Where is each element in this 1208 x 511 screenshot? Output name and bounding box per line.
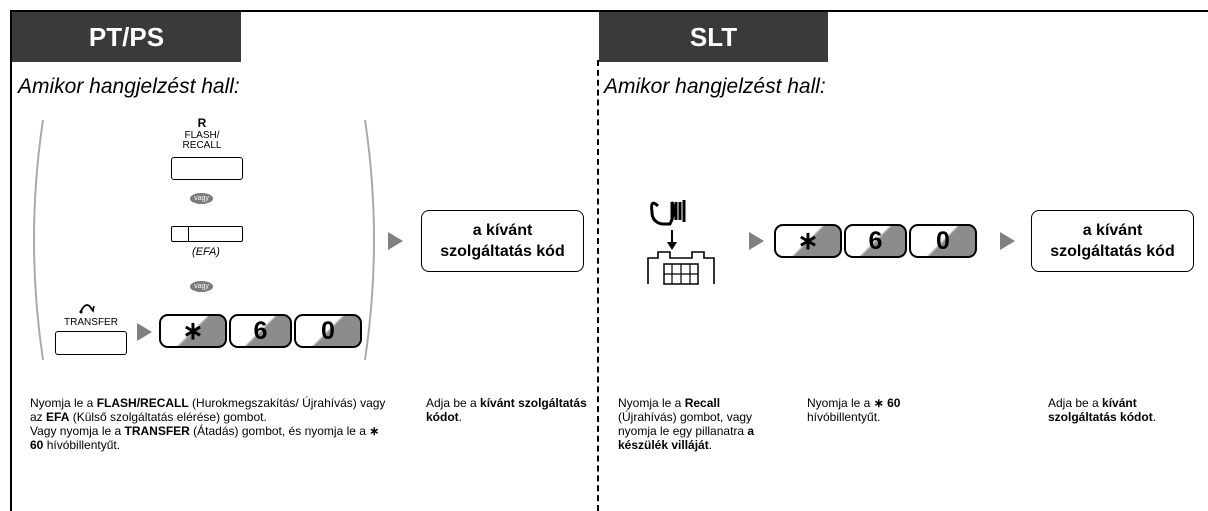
six-key[interactable]: 6 <box>229 314 292 348</box>
section-divider <box>597 60 599 511</box>
or-badge-2: vagy <box>190 281 213 292</box>
hookswitch-icon <box>647 200 715 285</box>
left-step1-description: Nyomja le a FLASH/RECALL (Hurokmegszakít… <box>30 396 386 452</box>
tab-slt: SLT <box>599 12 828 62</box>
right-step2-description: Nyomja le a ∗ 60 hívóbillentyűt. <box>807 396 901 424</box>
right-title: Amikor hangjelzést hall: <box>604 75 826 98</box>
transfer-key[interactable] <box>55 331 127 355</box>
zero-key[interactable]: 0 <box>294 314 362 348</box>
feature-code-box: a kívánt szolgáltatás kód <box>1031 210 1194 272</box>
efa-label: (EFA) <box>192 246 220 258</box>
star-key[interactable]: ∗ <box>774 224 842 258</box>
arrow-icon <box>388 232 403 250</box>
transfer-label: TRANSFER <box>64 317 118 328</box>
star-key[interactable]: ∗ <box>159 314 227 348</box>
bracket-group <box>33 119 375 361</box>
efa-key-divider <box>176 227 189 241</box>
transfer-icon <box>79 304 95 314</box>
right-step1-description: Nyomja le a Recall (Újrahívás) gombot, v… <box>618 396 755 452</box>
code-box-line2: szolgáltatás kód <box>1050 243 1175 260</box>
six-key[interactable]: 6 <box>844 224 907 258</box>
arrow-icon <box>749 232 764 250</box>
right-step3-description: Adja be a kívánt szolgáltatás kódot. <box>1048 396 1157 424</box>
top-border <box>10 10 1208 12</box>
arrow-icon <box>1000 232 1015 250</box>
left-bracket <box>33 119 44 361</box>
code-box-line1: a kívánt <box>472 222 533 239</box>
flash-key-label-top: R <box>197 116 207 130</box>
flash-recall-key[interactable] <box>171 157 243 180</box>
flash-key-label-bot: RECALL <box>182 140 222 151</box>
left-step2-description: Adja be a kívánt szolgáltatás kódot. <box>426 396 587 424</box>
right-bracket <box>364 119 375 361</box>
tab-pt-ps: PT/PS <box>12 12 241 62</box>
or-badge-1: vagy <box>190 193 213 204</box>
efa-key[interactable] <box>171 226 243 242</box>
arrow-icon <box>137 323 152 341</box>
code-box-line2: szolgáltatás kód <box>440 243 565 260</box>
feature-code-box: a kívánt szolgáltatás kód <box>421 210 584 272</box>
left-border <box>10 10 12 511</box>
left-title: Amikor hangjelzést hall: <box>18 75 240 98</box>
zero-key[interactable]: 0 <box>909 224 977 258</box>
code-box-line1: a kívánt <box>1082 222 1143 239</box>
flash-key-label-mid: FLASH/ <box>184 130 220 141</box>
